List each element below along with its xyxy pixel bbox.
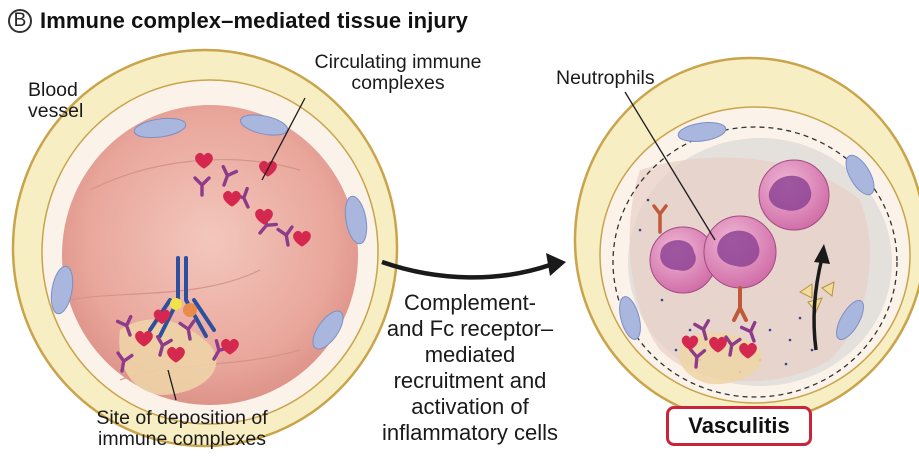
label-mechanism-line-2: and Fc receptor– [386,316,554,341]
label-deposition-site: Site of deposition of immune complexes [74,407,290,451]
leader-neutrophils [624,91,716,241]
label-mechanism-line-5: activation of [411,394,529,419]
fc-receptor-binding [652,204,748,322]
label-mechanism-line-3: mediated [424,342,516,367]
neutrophil-3 [758,159,830,231]
label-blood-vessel-line-2: vessel [28,100,84,123]
left-blood-vessel [11,48,399,448]
leader-lines [167,91,716,401]
label-circulating-line-2: complexes [351,72,445,95]
label-mechanism-line-1: Complement- [403,290,537,315]
label-mechanism-line-6: inflammatory cells [381,420,559,445]
label-mechanism: Complement- and Fc receptor– mediated re… [360,290,580,446]
label-circulating-line-1: Circulating immune [314,51,482,73]
recruitment-arrow [812,244,830,351]
outcome-badge: Vasculitis [666,406,812,446]
panel-letter: B [8,9,32,33]
transition-arrow [381,253,566,280]
panel-title: B Immune complex–mediated tissue injury [8,4,468,38]
right-damaged-wall [612,126,898,398]
label-blood-vessel-line-1: Blood [28,79,78,101]
neutrophil-2 [703,215,777,289]
label-circulating-complexes: Circulating immune complexes [292,51,504,95]
label-neutrophils: Neutrophils [556,67,655,89]
title-text: Immune complex–mediated tissue injury [40,8,468,33]
right-endothelial-nuclei [619,121,875,341]
right-blood-vessel [573,56,919,424]
label-blood-vessel: Blood vessel [28,79,84,123]
leader-circulating [261,97,306,181]
label-mechanism-line-4: recruitment and [393,368,547,393]
label-deposition-line-1: Site of deposition of [96,407,268,429]
label-deposition-line-2: immune complexes [98,428,266,451]
leader-site [167,369,177,401]
left-endothelial-nuclei [50,114,368,350]
neutrophil-1 [649,226,717,294]
